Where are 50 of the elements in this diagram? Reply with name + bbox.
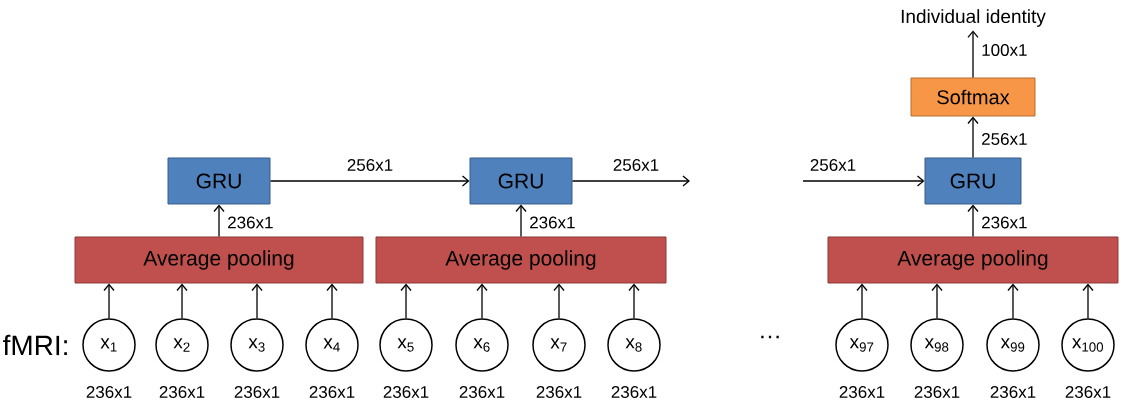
arrow [213, 204, 225, 238]
edge-label: 256x1 [810, 158, 856, 171]
edge-label: 100x1 [982, 43, 1027, 56]
arrow [251, 283, 263, 319]
fmri-label: fMRI: [2, 334, 67, 356]
pooling-box: Average pooling [375, 236, 667, 284]
arrow [967, 30, 979, 79]
edge-label: 236x1 [228, 216, 273, 229]
size-label: 236x1 [914, 385, 960, 398]
ellipsis: … [761, 335, 779, 339]
edge-label: 236x1 [530, 216, 575, 229]
size-label: 236x1 [86, 385, 132, 398]
arrow [476, 283, 488, 319]
arrow [1082, 283, 1094, 319]
size-label: 236x1 [383, 385, 429, 398]
arrow [269, 175, 470, 187]
pooling-box: Average pooling [74, 236, 364, 284]
arrow [553, 283, 565, 319]
arrow [103, 283, 115, 319]
size-label: 236x1 [459, 385, 505, 398]
arrow [802, 175, 925, 187]
arrow [967, 204, 979, 238]
arrow [176, 283, 188, 319]
arrow [628, 283, 640, 319]
arrow [515, 204, 527, 238]
size-label: 236x1 [1065, 385, 1111, 398]
arrow [400, 283, 412, 319]
size-label: 236x1 [839, 385, 885, 398]
edge-label: 256x1 [982, 132, 1027, 145]
arrow [571, 175, 690, 187]
arrow [1007, 283, 1019, 319]
output-label: Individual identity [901, 9, 1046, 27]
size-label: 236x1 [234, 385, 280, 398]
gru-box: GRU [469, 157, 573, 205]
size-label: 236x1 [309, 385, 355, 398]
edge-label: 236x1 [982, 216, 1027, 229]
gru-box: GRU [167, 157, 271, 205]
arrow [967, 116, 979, 159]
edge-label: 256x1 [613, 158, 659, 171]
arrow [326, 283, 338, 319]
gru-box: GRU [924, 157, 1022, 205]
size-label: 236x1 [611, 385, 657, 398]
arrow [931, 283, 943, 319]
arrow [856, 283, 868, 319]
size-label: 236x1 [536, 385, 582, 398]
size-label: 236x1 [990, 385, 1036, 398]
softmax-box: Softmax [910, 77, 1036, 117]
edge-label: 256x1 [347, 158, 393, 171]
size-label: 236x1 [159, 385, 205, 398]
pooling-box: Average pooling [827, 236, 1119, 284]
